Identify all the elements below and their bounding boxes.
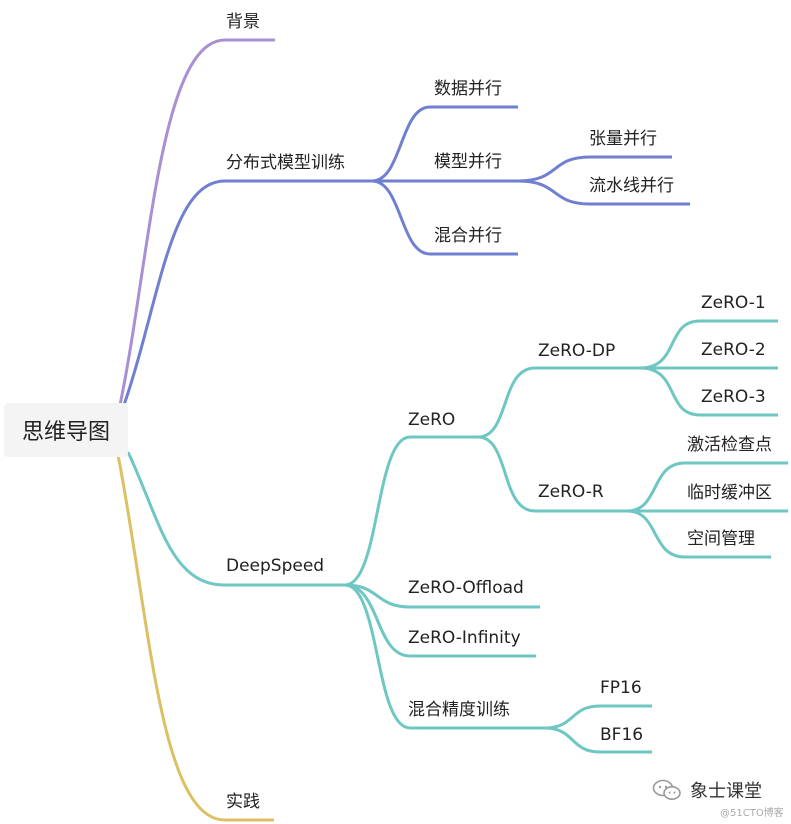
- edge-zero-dp: [477, 366, 640, 439]
- node-fp16[interactable]: FP16: [600, 678, 642, 698]
- watermark-name: 象士课堂: [690, 781, 762, 802]
- node-bf16[interactable]: BF16: [600, 725, 644, 745]
- node-zero-offload[interactable]: ZeRO-Offload: [408, 578, 524, 598]
- edge-root-ds: [126, 451, 345, 587]
- edge-ds-zero: [344, 435, 478, 587]
- watermark-sub: @51CTO博客: [720, 808, 784, 819]
- node-zero-r[interactable]: ZeRO-R: [538, 482, 604, 502]
- wechat-icon: [652, 779, 681, 800]
- node-zero[interactable]: ZeRO: [408, 410, 456, 430]
- node-dist[interactable]: 分布式模型训练: [226, 153, 345, 173]
- node-model-parallel[interactable]: 模型并行: [434, 152, 502, 172]
- node-zero-3[interactable]: ZeRO-3: [701, 387, 766, 407]
- edge-mp-fp16: [544, 704, 652, 730]
- edge-root-bg: [118, 38, 275, 406]
- node-mixed-precision[interactable]: 混合精度训练: [408, 700, 510, 720]
- node-data-parallel[interactable]: 数据并行: [434, 79, 502, 99]
- node-bg[interactable]: 背景: [226, 12, 260, 32]
- edge-zero-r: [477, 435, 627, 513]
- node-zero-2[interactable]: ZeRO-2: [701, 340, 766, 360]
- node-deepspeed[interactable]: DeepSpeed: [226, 556, 325, 576]
- root-node-box[interactable]: [4, 403, 128, 457]
- node-zero-1[interactable]: ZeRO-1: [701, 293, 766, 313]
- node-pipeline-parallel[interactable]: 流水线并行: [589, 176, 674, 196]
- node-zero-dp[interactable]: ZeRO-DP: [538, 341, 616, 361]
- edge-model-tensor: [517, 155, 672, 183]
- edge-r-mem: [626, 509, 771, 559]
- edge-ds-infinity: [344, 583, 536, 658]
- root-node-label: 思维导图: [21, 420, 110, 445]
- edge-dp-zero3: [639, 366, 778, 417]
- edge-r-act: [626, 461, 788, 513]
- edge-model-pipe: [517, 179, 690, 206]
- node-activation-checkpoint[interactable]: 激活检查点: [687, 435, 772, 455]
- edge-mp-bf16: [544, 726, 652, 754]
- node-mixed-parallel[interactable]: 混合并行: [434, 226, 502, 246]
- edge-ds-offload: [344, 583, 540, 609]
- edge-dist-mixed: [371, 179, 518, 256]
- node-practice[interactable]: 实践: [226, 792, 260, 812]
- node-zero-infinity[interactable]: ZeRO-Infinity: [408, 628, 521, 648]
- edge-root-dist: [122, 179, 372, 406]
- edge-dp-zero1: [639, 319, 778, 370]
- edge-ds-mixedprec: [344, 583, 545, 730]
- node-tensor-parallel[interactable]: 张量并行: [589, 129, 657, 149]
- edge-root-practice: [116, 454, 274, 822]
- edge-dist-data: [371, 105, 518, 183]
- node-memory-management[interactable]: 空间管理: [687, 529, 755, 549]
- node-temp-buffer[interactable]: 临时缓冲区: [687, 483, 772, 503]
